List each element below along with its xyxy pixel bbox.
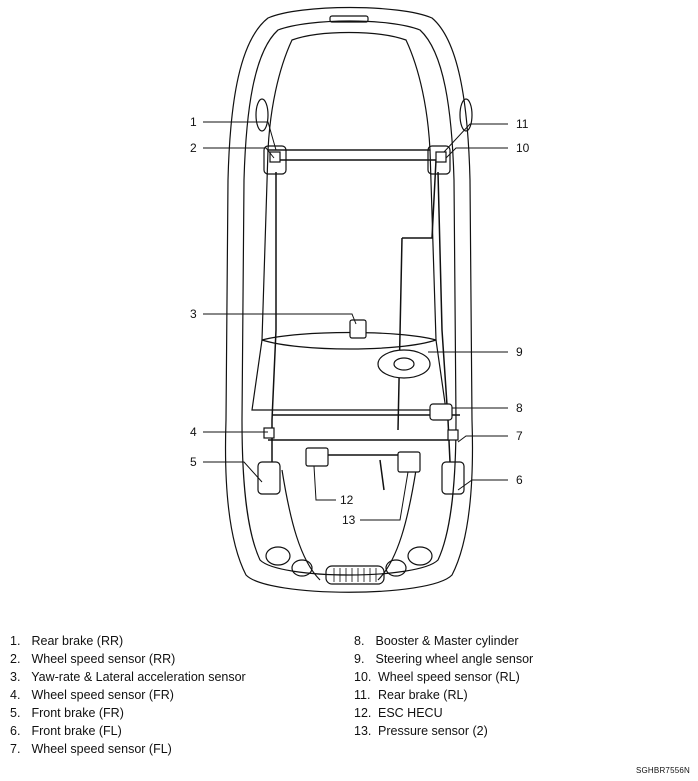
callout-4: 4 — [190, 425, 197, 439]
legend-label: Wheel speed sensor (FL) — [31, 742, 172, 756]
leader-lines — [203, 121, 508, 521]
leader-2 — [203, 147, 275, 159]
leader-6 — [457, 479, 508, 491]
rear-window — [267, 31, 431, 151]
legend-label: Wheel speed sensor (FR) — [31, 688, 174, 702]
leader-13 — [360, 471, 409, 521]
legend-number: 5. — [10, 706, 21, 720]
callout-9: 9 — [516, 345, 523, 359]
legend-item: 5. Front brake (FR) — [10, 704, 246, 722]
roof — [261, 149, 437, 341]
legend-item: 7. Wheel speed sensor (FL) — [10, 740, 246, 758]
callout-13: 13 — [342, 513, 356, 527]
legend-label: Front brake (FR) — [31, 706, 124, 720]
legend-number: 11. — [354, 688, 371, 702]
leader-10 — [445, 147, 508, 159]
wheel-front-right — [257, 461, 281, 495]
esc-hecu — [305, 447, 329, 467]
legend-item: 12. ESC HECU — [354, 704, 533, 722]
leader-7 — [457, 435, 508, 443]
steering-hub — [393, 357, 415, 371]
callout-1: 1 — [190, 115, 197, 129]
callout-5: 5 — [190, 455, 197, 469]
callout-7: 7 — [516, 429, 523, 443]
callout-10: 10 — [516, 141, 530, 155]
car-outline — [224, 6, 474, 593]
legend-number: 13. — [354, 724, 372, 738]
legend-item: 9. Steering wheel angle sensor — [354, 650, 533, 668]
legend-number: 3. — [10, 670, 21, 684]
legend-label: Wheel speed sensor (RL) — [378, 670, 520, 684]
rear-spoiler — [329, 15, 369, 23]
legend-label: Rear brake (RR) — [31, 634, 124, 648]
brake-line-rear-left — [437, 171, 451, 463]
headlamp-right-1 — [407, 546, 433, 566]
headlamp-left-1 — [265, 546, 291, 566]
leader-12 — [313, 465, 336, 501]
callout-11: 11 — [516, 117, 529, 131]
legend-number: 2. — [10, 652, 21, 666]
legend-item: 10. Wheel speed sensor (RL) — [354, 668, 533, 686]
pressure-sensor-block — [397, 451, 421, 473]
legend-label: ESC HECU — [378, 706, 443, 720]
brake-line-center — [397, 159, 437, 431]
speed-sensor-fl — [447, 429, 459, 441]
legend-number: 1. — [10, 634, 21, 648]
car-body — [224, 6, 474, 593]
front-grille — [325, 565, 385, 585]
hood-left-crease — [281, 469, 321, 581]
legend-label: Pressure sensor (2) — [378, 724, 488, 738]
legend-number: 9. — [354, 652, 365, 666]
legend-item: 2. Wheel speed sensor (RR) — [10, 650, 246, 668]
legend-label: Front brake (FL) — [31, 724, 122, 738]
vehicle-brake-layout-diagram: 1 2 3 4 5 6 7 8 9 10 11 12 13 — [190, 6, 530, 593]
legend-number: 4. — [10, 688, 21, 702]
legend-number: 7. — [10, 742, 21, 756]
windshield — [251, 339, 447, 411]
legend-item: 3. Yaw-rate & Lateral acceleration senso… — [10, 668, 246, 686]
brake-line-rear-right — [271, 172, 277, 462]
legend-item: 13. Pressure sensor (2) — [354, 722, 533, 740]
mirror-left — [255, 98, 269, 132]
headlamp-left-2 — [291, 559, 313, 577]
wheel-front-left — [441, 461, 465, 495]
headlamp-right-2 — [385, 559, 407, 577]
yaw-rate-sensor — [349, 319, 367, 339]
callout-6: 6 — [516, 473, 523, 487]
leader-11 — [443, 123, 508, 153]
booster-master-cylinder — [429, 403, 453, 421]
callout-12: 12 — [340, 493, 354, 507]
callout-3: 3 — [190, 307, 197, 321]
components — [263, 151, 459, 473]
legend-right: 8. Booster & Master cylinder 9. Steering… — [354, 632, 533, 740]
legend-label: Yaw-rate & Lateral acceleration sensor — [31, 670, 246, 684]
leader-5 — [203, 461, 263, 483]
callout-2: 2 — [190, 141, 197, 155]
legend-number: 8. — [354, 634, 365, 648]
legend-label: Steering wheel angle sensor — [375, 652, 534, 666]
legend-label: Wheel speed sensor (RR) — [31, 652, 176, 666]
leader-1 — [203, 121, 277, 151]
legend-item: 8. Booster & Master cylinder — [354, 632, 533, 650]
legend-item: 1. Rear brake (RR) — [10, 632, 246, 650]
leader-3 — [203, 313, 357, 325]
legend-number: 6. — [10, 724, 21, 738]
legend-number: 12. — [354, 706, 372, 720]
legend-item: 11. Rear brake (RL) — [354, 686, 533, 704]
legend-number: 10. — [354, 670, 372, 684]
legend-item: 6. Front brake (FL) — [10, 722, 246, 740]
legend-label: Booster & Master cylinder — [375, 634, 519, 648]
body-inner-line — [241, 20, 457, 576]
legend-left: 1. Rear brake (RR) 2. Wheel speed sensor… — [10, 632, 246, 758]
legend-item: 4. Wheel speed sensor (FR) — [10, 686, 246, 704]
speed-sensor-rr — [269, 151, 281, 163]
mirror-right — [459, 98, 473, 132]
callout-8: 8 — [516, 401, 523, 415]
figure-code: SGHBR7556N — [635, 766, 690, 775]
legend-label: Rear brake (RL) — [378, 688, 468, 702]
speed-sensor-rl — [435, 151, 447, 163]
speed-sensor-fr — [263, 427, 275, 439]
